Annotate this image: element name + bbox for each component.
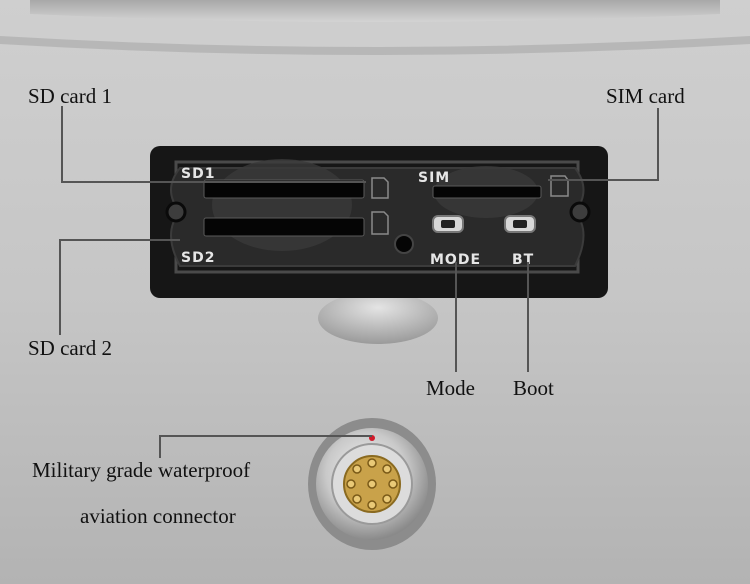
- bt-marking: BT: [512, 252, 534, 268]
- boot-button-cap: [513, 220, 527, 228]
- sd2-slot[interactable]: [203, 217, 365, 237]
- leader-line-sd1: [61, 106, 366, 183]
- connector-pin: [346, 479, 356, 489]
- leader-line-sd2: [59, 239, 180, 335]
- sd1-marking: SD1: [181, 166, 215, 182]
- panel-boss: [318, 292, 438, 344]
- leader-line-sim: [548, 108, 659, 181]
- sim-marking: SIM: [418, 170, 450, 186]
- connector-pin: [382, 494, 392, 504]
- right-screw: [569, 201, 591, 223]
- leader-line-connector: [159, 435, 372, 458]
- callout-mode: Mode: [426, 376, 475, 400]
- sd-slot-recess: [212, 159, 352, 251]
- sim-slot[interactable]: [432, 185, 542, 199]
- device-top-edge: [30, 0, 720, 22]
- connector-pin: [388, 479, 398, 489]
- device-top-shadow: [0, 36, 750, 55]
- sim-card-icon: [550, 175, 569, 197]
- sd1-slot[interactable]: [203, 179, 365, 199]
- callout-sim-card: SIM card: [606, 84, 685, 108]
- sd2-marking: SD2: [181, 250, 215, 266]
- callout-sd-card-2: SD card 2: [28, 336, 112, 360]
- connector-pin: [352, 464, 362, 474]
- mode-marking: MODE: [430, 252, 481, 268]
- callout-connector-line2: aviation connector: [80, 504, 236, 528]
- sd2-card-icon: [371, 211, 389, 235]
- callout-connector-line1: Military grade waterproof: [32, 458, 251, 482]
- left-screw: [165, 201, 187, 223]
- connector-pin: [352, 494, 362, 504]
- sd1-card-icon: [371, 177, 389, 199]
- connector-pins: [346, 458, 398, 510]
- pinhole[interactable]: [394, 234, 414, 254]
- connector-pin: [367, 479, 377, 489]
- connector-pin: [367, 458, 377, 468]
- mode-button-cap: [441, 220, 455, 228]
- connector-pin: [367, 500, 377, 510]
- connector-pin: [382, 464, 392, 474]
- callout-boot: Boot: [513, 376, 554, 400]
- callout-sd-card-1: SD card 1: [28, 84, 112, 108]
